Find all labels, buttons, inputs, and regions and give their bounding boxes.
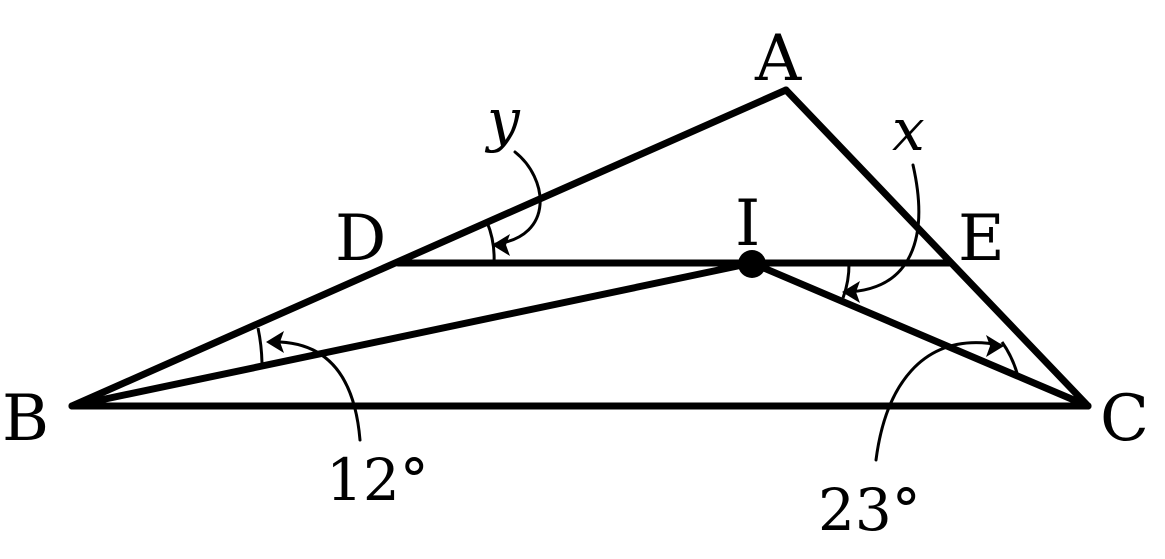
angle-label-x: x xyxy=(892,96,925,164)
segment-BA xyxy=(68,86,790,410)
angle-label-y: y xyxy=(484,86,521,154)
pointer-y xyxy=(494,150,542,246)
arrowhead-y xyxy=(492,234,510,256)
arrowhead-23 xyxy=(986,335,1004,357)
label-A: A xyxy=(754,22,802,96)
angle-label-23: 23° xyxy=(818,476,921,544)
segment-BI xyxy=(68,259,756,410)
segment-IC xyxy=(748,259,1092,410)
label-E: E xyxy=(958,202,1005,276)
arrowhead-12 xyxy=(266,331,284,353)
pointer-12 xyxy=(268,340,362,442)
pointer-x xyxy=(844,163,921,294)
angle-arc-ICB xyxy=(1000,341,1019,374)
label-D: D xyxy=(335,202,386,276)
angle-label-12: 12° xyxy=(326,446,429,514)
pointer-23 xyxy=(874,341,1002,462)
angle-arc-IBC xyxy=(256,327,264,364)
label-I: I xyxy=(735,187,760,261)
label-B: B xyxy=(2,382,49,456)
angle-arc-ADE xyxy=(485,221,496,264)
point-I-dot xyxy=(738,250,766,278)
arrowhead-x xyxy=(842,281,860,303)
label-C: C xyxy=(1100,382,1149,456)
segment-AC xyxy=(782,86,1092,410)
angle-arc-DIC xyxy=(841,262,851,299)
